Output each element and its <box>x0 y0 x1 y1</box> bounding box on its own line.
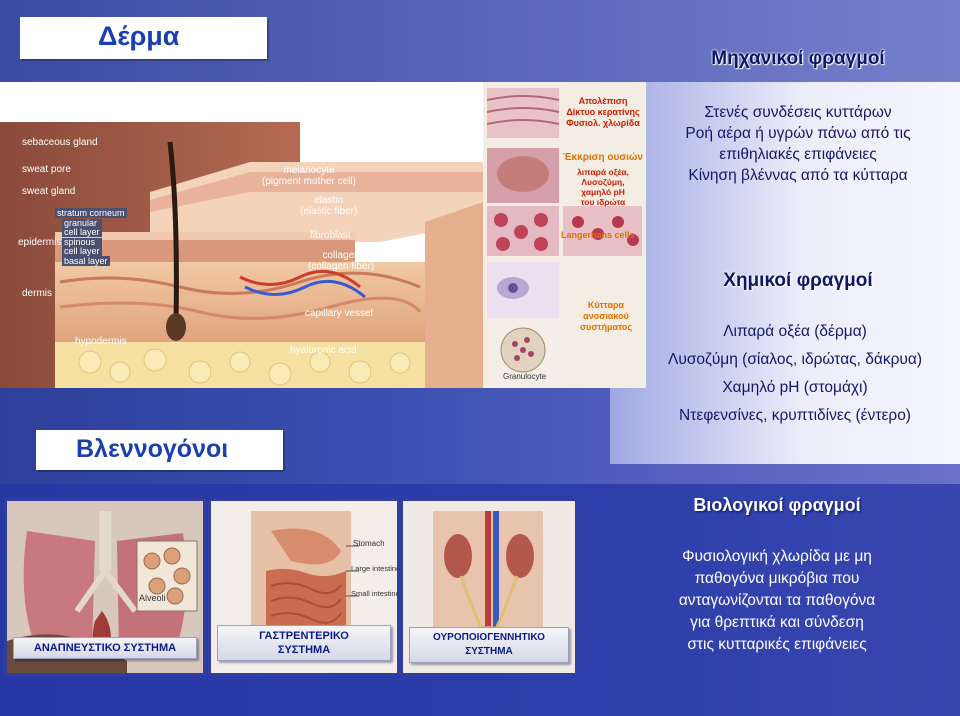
label-stomach: Stomach <box>353 539 385 548</box>
list-item: Φυσιολογική χλωρίδα με μη <box>682 548 872 565</box>
chemical-list: Λιπαρά οξέα (δέρμα) Λυσοζύμη (σίαλος, ιδ… <box>630 318 960 430</box>
label-basal-layer: basal layer <box>62 256 110 266</box>
cells-illustration-icon <box>483 82 646 388</box>
skin-title-box: Δέρμα <box>20 17 267 59</box>
label-epidermis: epidermis <box>18 237 62 248</box>
list-item: Ροή αέρα ή υγρών πάνω από τις <box>685 125 911 142</box>
label-sweat-pore: sweat pore <box>22 164 71 175</box>
list-item: επιθηλιακές επιφάνειες <box>719 146 877 163</box>
list-item: Ντεφενσίνες, κρυπτιδίνες (έντερο) <box>679 407 911 424</box>
label-fibroblast: fibroblast <box>310 230 351 241</box>
respiratory-label: ΑΝΑΠΝΕΥΣΤΙΚΟ ΣΥΣΤΗΜΑ <box>13 637 197 659</box>
respiratory-image: Alveoli ΑΝΑΠΝΕΥΣΤΙΚΟ ΣΥΣΤΗΜΑ <box>4 498 206 676</box>
label-sweat-gland: sweat gland <box>22 186 76 197</box>
list-item: στις κυτταρικές επιφάνειες <box>687 636 867 653</box>
label-melanocyte: melanocyte(pigment mother cell) <box>262 165 356 187</box>
lungs-icon <box>7 501 203 673</box>
label-elastin: elastin(elastic fiber) <box>300 195 358 217</box>
label-alveoli: Alveoli <box>139 593 166 603</box>
list-item: Χαμηλό pH (στομάχι) <box>722 379 868 396</box>
list-item: ανταγωνίζονται τα παθογόνα <box>678 592 876 609</box>
list-item: για θρεπτικά και σύνδεση <box>690 614 864 631</box>
mechanical-heading: Μηχανικοί φραγμοί <box>711 48 885 69</box>
chemical-heading: Χημικοί φραγμοί <box>723 270 873 291</box>
biological-heading: Βιολογικοί φραγμοί <box>693 495 861 515</box>
label-dermis: dermis <box>22 288 53 299</box>
list-item: Στενές συνδέσεις κυττάρων <box>704 104 892 121</box>
list-item: Λυσοζύμη (σίαλος, ιδρώτας, δάκρυα) <box>667 351 922 368</box>
mucosa-title: Βλεννογόνοι <box>76 435 229 463</box>
label-capillary-vessel: capillary vessel <box>305 308 373 319</box>
label-hyaluronic-acid: hyaluronic acid <box>290 345 357 356</box>
barriers-panel <box>610 82 960 464</box>
label-sebaceous-gland: sebaceous gland <box>22 137 98 148</box>
label-secretion-title: Έκκριση ουσιών <box>563 152 643 163</box>
label-large-intestine: Large intestine <box>351 564 400 573</box>
skin-title: Δέρμα <box>98 21 180 51</box>
label-granulocyte: Granulocyte <box>503 372 547 381</box>
list-item: Λιπαρά οξέα (δέρμα) <box>723 323 867 340</box>
mechanical-list: Στενές συνδέσεις κυττάρων Ροή αέρα ή υγρ… <box>640 102 956 186</box>
skin-cross-section-image: sebaceous gland sweat pore sweat gland s… <box>0 82 483 388</box>
label-hypodermis: hypodermis <box>75 336 127 347</box>
label-small-intestine: Small intestine <box>351 589 400 598</box>
label-stratum-corneum: stratum corneum <box>55 208 127 218</box>
gastrointestinal-image: Stomach Large intestine Small intestine … <box>208 498 400 676</box>
label-langerhans: Langerhans cells <box>561 230 635 240</box>
mucosa-title-box: Βλεννογόνοι <box>36 430 283 470</box>
label-collagen: collagen(collagen fiber) <box>308 250 375 272</box>
biological-list: Φυσιολογική χλωρίδα με μη παθογόνα μικρό… <box>612 546 942 656</box>
list-item: παθογόνα μικρόβια που <box>694 570 860 587</box>
list-item: Κίνηση βλέννας από τα κύτταρα <box>688 167 908 184</box>
